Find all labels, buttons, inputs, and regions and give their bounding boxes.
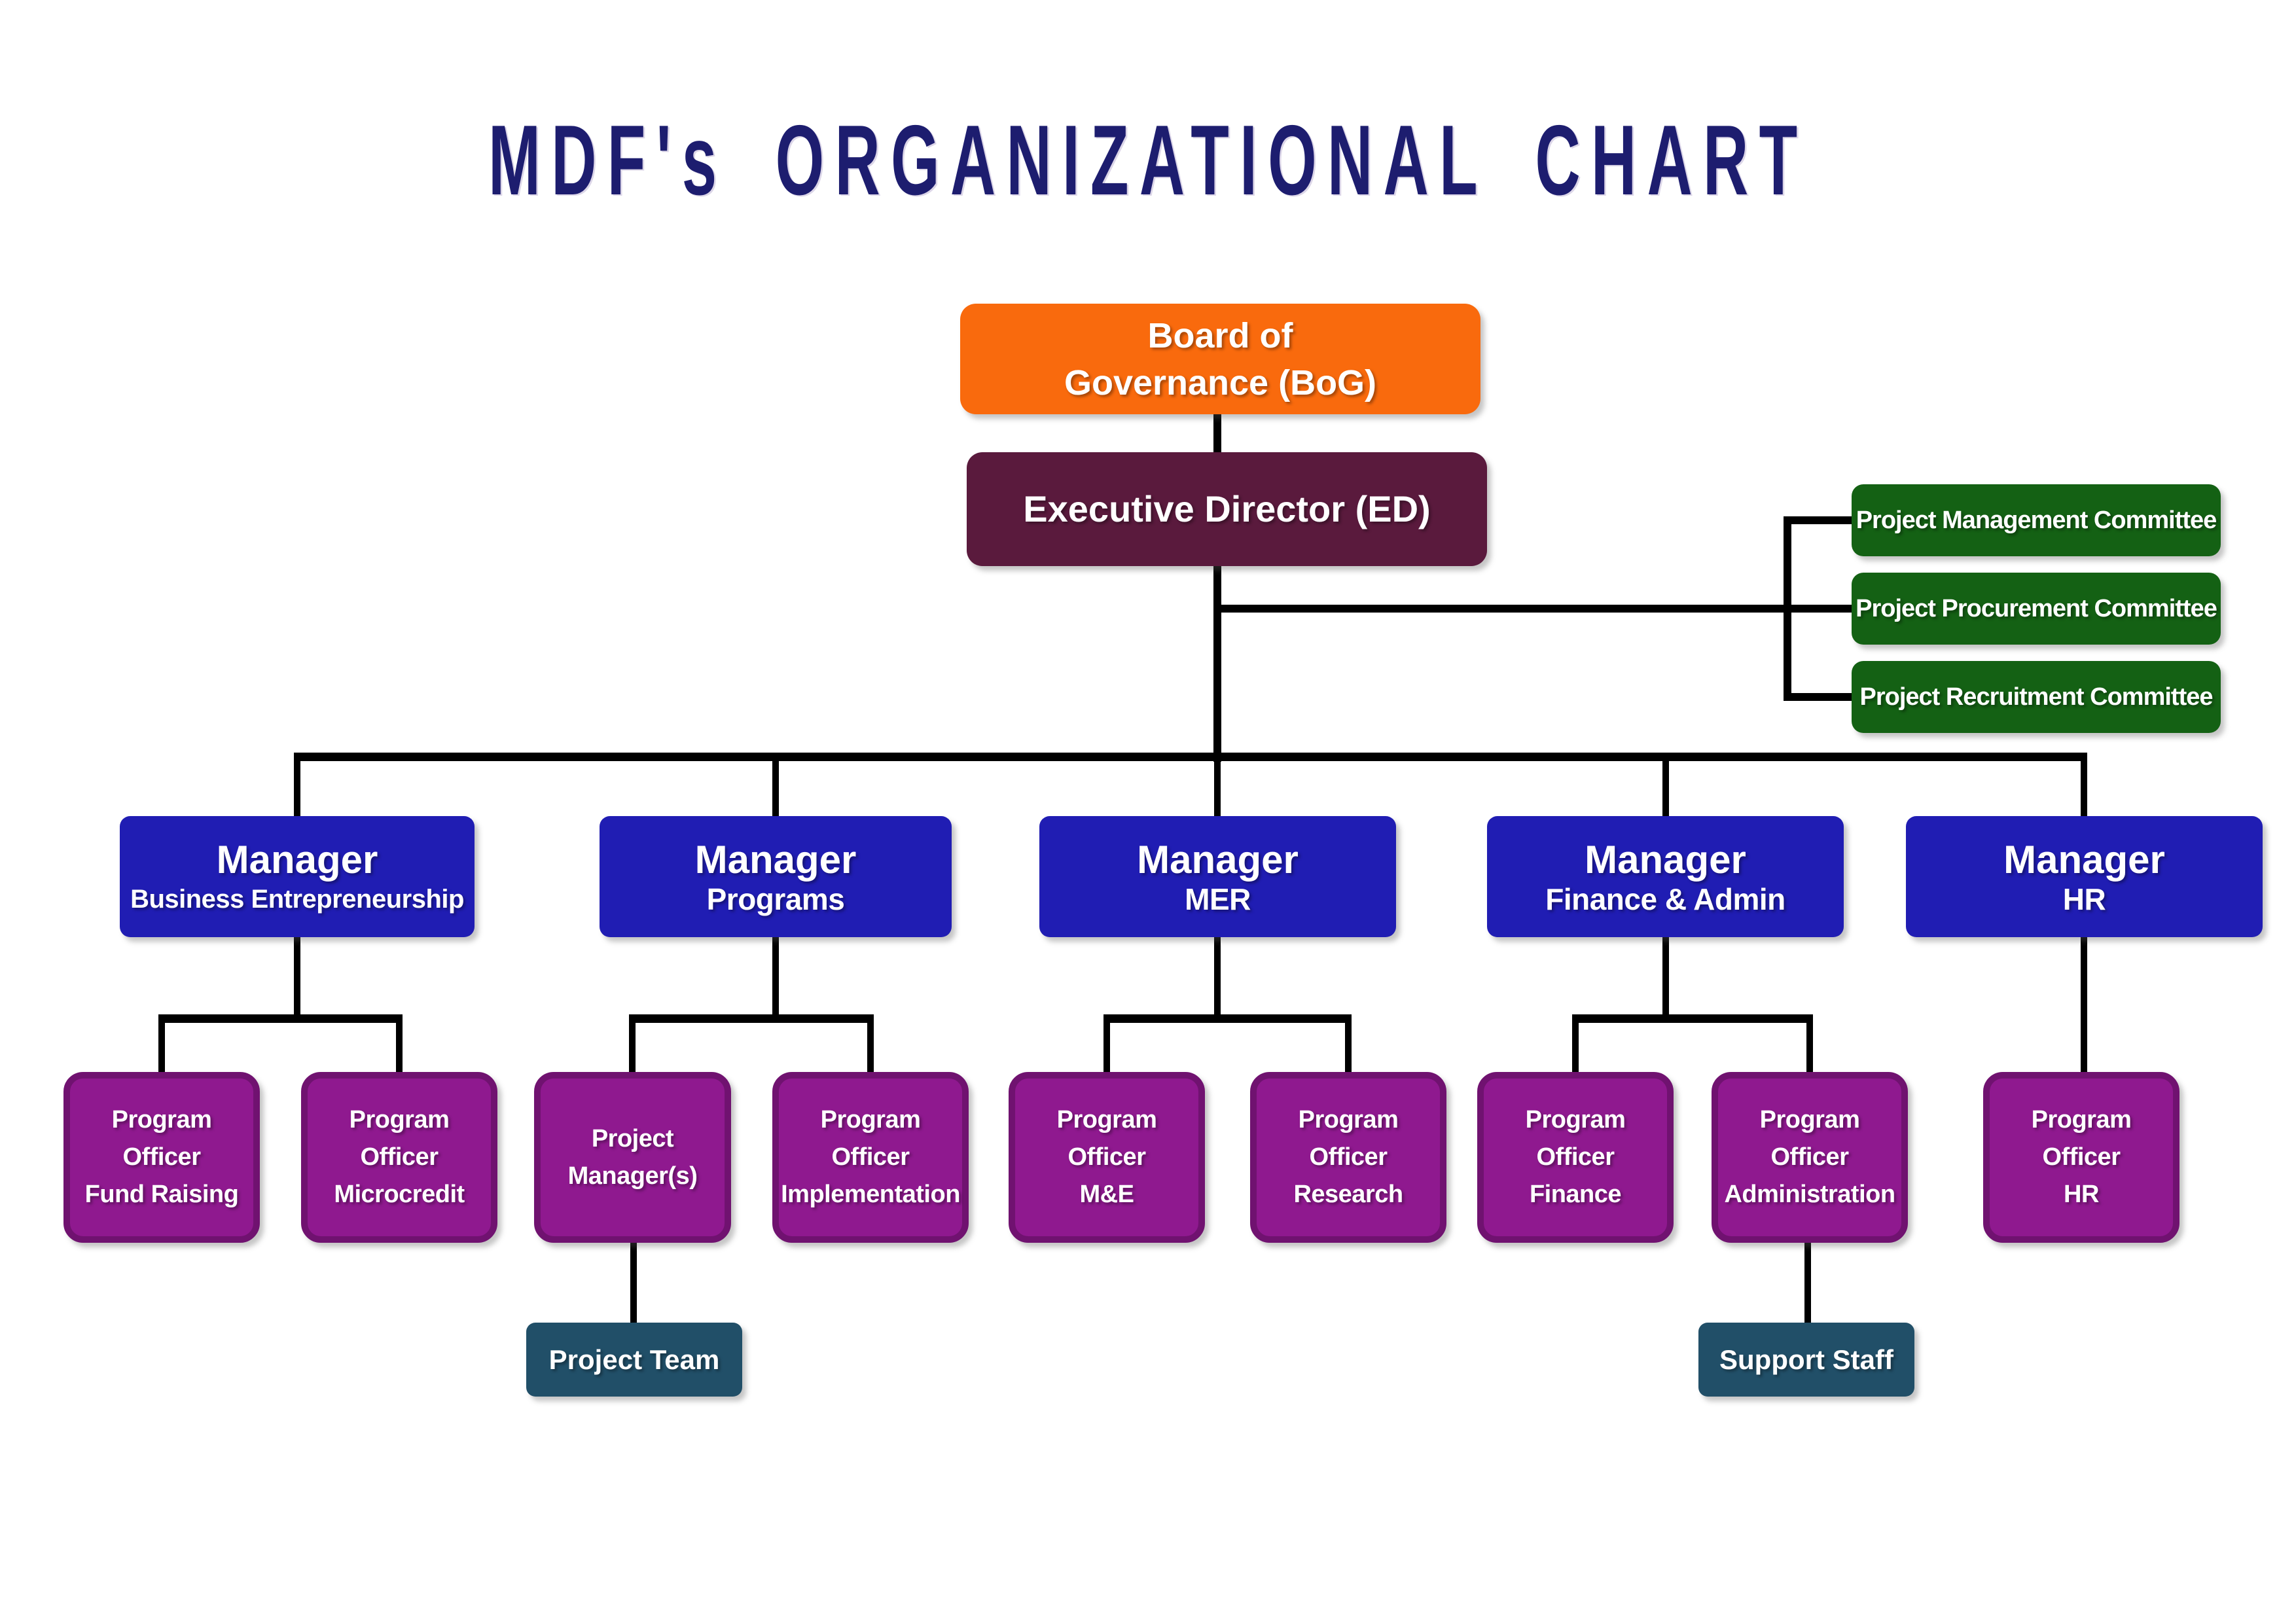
connector-admin-support-staff <box>1804 1243 1811 1325</box>
connector-stem-manager-3 <box>1214 937 1221 1019</box>
officer-line: HR <box>2064 1181 2099 1208</box>
connector-splitter2-left-drop <box>629 1021 636 1075</box>
manager-subtitle: Finance & Admin <box>1545 882 1785 916</box>
connector-manager5-officer <box>2081 937 2087 1075</box>
officer-line: M&E <box>1079 1181 1134 1208</box>
node-project-team: Project Team <box>526 1323 742 1397</box>
officer-line: Officer <box>360 1143 439 1171</box>
committee-label: Project Recruitment Committee <box>1859 683 2213 711</box>
node-po-microcredit: Program Officer Microcredit <box>301 1072 497 1243</box>
officer-line: Fund Raising <box>84 1181 239 1208</box>
node-executive-director: Executive Director (ED) <box>967 452 1487 566</box>
connector-pm-project-team <box>630 1243 637 1325</box>
node-po-finance: Program Officer Finance <box>1477 1072 1674 1243</box>
connector-manager-bus <box>294 753 2087 761</box>
node-po-administration: Program Officer Administration <box>1712 1072 1908 1243</box>
connector-drop-manager-1 <box>294 759 300 816</box>
officer-line: Manager(s) <box>567 1162 698 1190</box>
connector-stem-manager-4 <box>1662 937 1669 1019</box>
officer-line: Research <box>1293 1181 1403 1208</box>
node-manager-mer: Manager MER <box>1039 816 1396 937</box>
committee-label: Project Procurement Committee <box>1856 594 2217 622</box>
page-title-wrap: MDF's ORGANIZATIONAL CHART <box>0 98 2296 223</box>
manager-title: Manager <box>216 837 378 882</box>
connector-splitter4-left-drop <box>1572 1021 1579 1075</box>
manager-title: Manager <box>1585 837 1746 882</box>
officer-line: Program <box>349 1106 450 1133</box>
connector-splitter-1 <box>158 1014 403 1023</box>
node-project-managers: Project Manager(s) <box>534 1072 731 1243</box>
connector-stub-committee-3 <box>1787 693 1852 701</box>
connector-stem-manager-1 <box>294 937 300 1019</box>
manager-title: Manager <box>1137 837 1299 882</box>
officer-line: Administration <box>1724 1181 1895 1208</box>
connector-stub-committee-1 <box>1787 516 1852 524</box>
officer-line: Officer <box>1067 1143 1146 1171</box>
node-support-staff: Support Staff <box>1698 1323 1914 1397</box>
connector-splitter1-left-drop <box>158 1021 165 1075</box>
node-board-of-governance: Board of Governance (BoG) <box>960 304 1480 414</box>
officer-line: Program <box>820 1106 921 1133</box>
node-project-management-committee: Project Management Committee <box>1852 484 2221 556</box>
officer-line: Finance <box>1529 1181 1622 1208</box>
committee-label: Project Management Committee <box>1856 506 2217 534</box>
manager-title: Manager <box>2003 837 2165 882</box>
connector-splitter2-right-drop <box>867 1021 874 1075</box>
officer-line: Officer <box>1309 1143 1388 1171</box>
officer-line: Implementation <box>781 1181 960 1208</box>
officer-line: Officer <box>2042 1143 2121 1171</box>
connector-splitter4-right-drop <box>1806 1021 1813 1075</box>
node-manager-programs: Manager Programs <box>600 816 952 937</box>
manager-subtitle: MER <box>1185 882 1251 916</box>
connector-director-trunk <box>1213 566 1221 762</box>
manager-subtitle: HR <box>2062 882 2106 916</box>
connector-splitter3-right-drop <box>1345 1021 1352 1075</box>
connector-drop-manager-5 <box>2081 759 2087 816</box>
connector-drop-manager-2 <box>772 759 779 816</box>
officer-line: Microcredit <box>334 1181 465 1208</box>
connector-drop-manager-3 <box>1214 759 1221 816</box>
connector-committee-spine <box>1784 516 1791 701</box>
connector-stem-manager-2 <box>772 937 779 1019</box>
manager-subtitle: Programs <box>706 882 845 916</box>
connector-splitter-2 <box>629 1014 874 1023</box>
node-manager-business-entrepreneurship: Manager Business Entrepreneurship <box>120 816 475 937</box>
officer-line: Program <box>1759 1106 1860 1133</box>
node-manager-hr: Manager HR <box>1906 816 2263 937</box>
connector-branch-committees <box>1213 605 1852 613</box>
page-title: MDF's ORGANIZATIONAL CHART <box>488 104 1808 216</box>
connector-splitter-4 <box>1572 1014 1813 1023</box>
officer-line: Program <box>1525 1106 1626 1133</box>
officer-line: Officer <box>1536 1143 1615 1171</box>
connector-splitter1-right-drop <box>396 1021 403 1075</box>
officer-line: Program <box>1298 1106 1399 1133</box>
director-label: Executive Director (ED) <box>1023 488 1431 529</box>
officer-line: Officer <box>122 1143 201 1171</box>
connector-board-director <box>1213 414 1221 454</box>
board-label-line1: Board of <box>1147 315 1293 355</box>
connector-splitter-3 <box>1103 1014 1352 1023</box>
node-po-hr: Program Officer HR <box>1983 1072 2179 1243</box>
team-label: Project Team <box>548 1344 720 1375</box>
officer-line: Program <box>2031 1106 2132 1133</box>
manager-subtitle: Business Entrepreneurship <box>130 884 464 914</box>
officer-line: Officer <box>1770 1143 1849 1171</box>
node-manager-finance-admin: Manager Finance & Admin <box>1487 816 1844 937</box>
manager-title: Manager <box>694 837 857 882</box>
officer-line: Program <box>1056 1106 1157 1133</box>
node-po-fund-raising: Program Officer Fund Raising <box>63 1072 260 1243</box>
team-label: Support Staff <box>1719 1344 1893 1375</box>
node-po-implementation: Program Officer Implementation <box>772 1072 969 1243</box>
node-project-recruitment-committee: Project Recruitment Committee <box>1852 661 2221 733</box>
board-label-line2: Governance (BoG) <box>1064 363 1377 402</box>
connector-splitter3-left-drop <box>1103 1021 1110 1075</box>
officer-line: Officer <box>831 1143 910 1171</box>
node-po-me: Program Officer M&E <box>1009 1072 1205 1243</box>
officer-line: Program <box>111 1106 212 1133</box>
node-po-research: Program Officer Research <box>1250 1072 1446 1243</box>
connector-drop-manager-4 <box>1662 759 1669 816</box>
officer-line: Project <box>591 1124 674 1152</box>
node-project-procurement-committee: Project Procurement Committee <box>1852 573 2221 645</box>
